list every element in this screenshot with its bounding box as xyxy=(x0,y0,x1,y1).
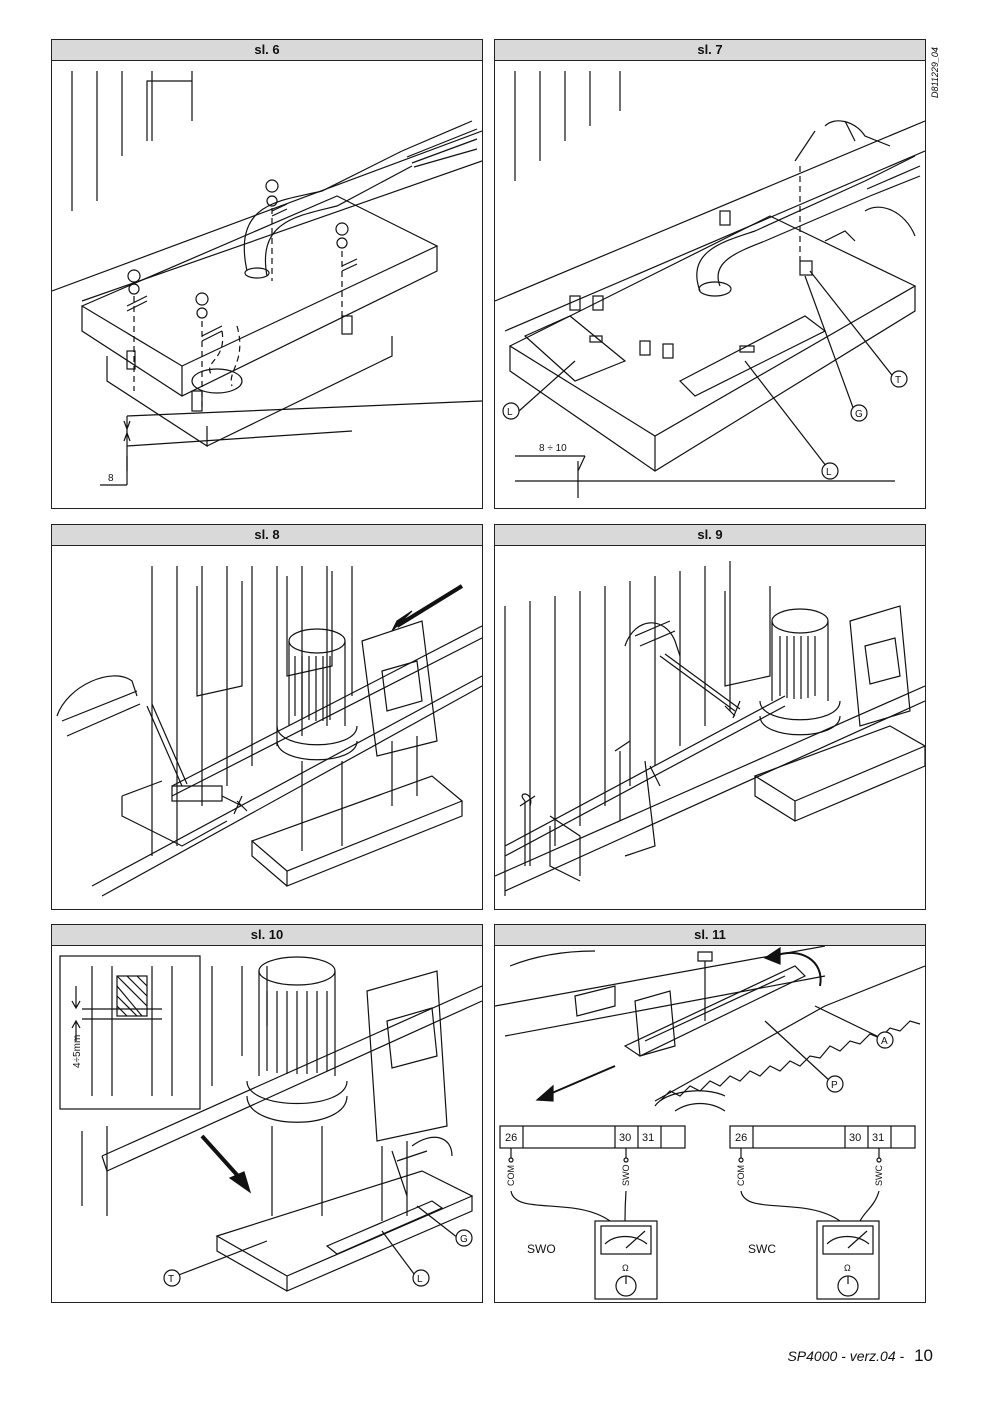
page-footer: SP4000 - verz.04 - 10 xyxy=(787,1346,933,1366)
figure-panel-10: sl. 10 4÷5mm T L xyxy=(51,924,483,1303)
ohm-symbol: Ω xyxy=(844,1263,851,1273)
figure-panel-11: sl. 11 A P 26 30 31 COM xyxy=(494,924,926,1303)
figure-title: sl. 10 xyxy=(52,925,482,946)
figure-panel-7: sl. 7 L L G T 8 xyxy=(494,39,926,509)
page-number: 10 xyxy=(914,1346,933,1365)
figure-11-illustration: A P 26 30 31 COM SWO SWO Ω xyxy=(495,946,925,1300)
gap-dimension-label: 4÷5mm xyxy=(72,1035,83,1068)
switch-label: SWO xyxy=(621,1165,631,1187)
figure-title: sl. 8 xyxy=(52,525,482,546)
figure-title: sl. 11 xyxy=(495,925,925,946)
figure-title: sl. 6 xyxy=(52,40,482,61)
terminal-26: 26 xyxy=(735,1132,747,1144)
terminal-30: 30 xyxy=(619,1132,631,1144)
terminal-26: 26 xyxy=(505,1132,517,1144)
document-code: D811229_04 xyxy=(930,47,940,98)
terminal-31: 31 xyxy=(642,1132,654,1144)
callout-G: G xyxy=(855,409,863,420)
callout-G: G xyxy=(460,1234,468,1245)
callout-L: L xyxy=(507,407,513,418)
signal-name: SWO xyxy=(527,1242,556,1256)
switch-label: SWC xyxy=(874,1165,884,1186)
callout-T: T xyxy=(168,1274,174,1285)
figure-title: sl. 9 xyxy=(495,525,925,546)
figure-panel-8: sl. 8 xyxy=(51,524,483,910)
callout-L: L xyxy=(417,1274,423,1285)
footer-text: SP4000 - verz.04 - xyxy=(787,1348,909,1364)
terminal-31: 31 xyxy=(872,1132,884,1144)
callout-P: P xyxy=(831,1080,838,1091)
dimension-label: 8 ÷ 10 xyxy=(539,443,567,454)
figure-9-illustration xyxy=(495,561,925,896)
com-label: COM xyxy=(736,1165,746,1186)
signal-name: SWC xyxy=(748,1242,776,1256)
terminal-strip-left: 26 30 31 COM SWO SWO Ω xyxy=(499,1125,686,1300)
callout-L: L xyxy=(826,467,832,478)
dimension-label: 8 xyxy=(108,473,114,484)
figure-panel-6: sl. 6 8 xyxy=(51,39,483,509)
terminal-strip-right: 26 30 31 COM SWC SWC Ω xyxy=(729,1125,916,1300)
ohm-symbol: Ω xyxy=(622,1263,629,1273)
terminal-30: 30 xyxy=(849,1132,861,1144)
figure-10-illustration: 4÷5mm T L G xyxy=(59,955,482,1292)
figure-8-illustration xyxy=(56,566,482,897)
figure-7-illustration: L L G T 8 ÷ 10 xyxy=(495,71,925,498)
figure-6-illustration: 8 xyxy=(52,71,482,486)
callout-T: T xyxy=(895,375,901,386)
com-label: COM xyxy=(506,1165,516,1186)
figure-panel-9: sl. 9 xyxy=(494,524,926,910)
callout-A: A xyxy=(881,1036,888,1047)
figure-title: sl. 7 xyxy=(495,40,925,61)
document-code-text: D811229_04 xyxy=(930,47,940,98)
